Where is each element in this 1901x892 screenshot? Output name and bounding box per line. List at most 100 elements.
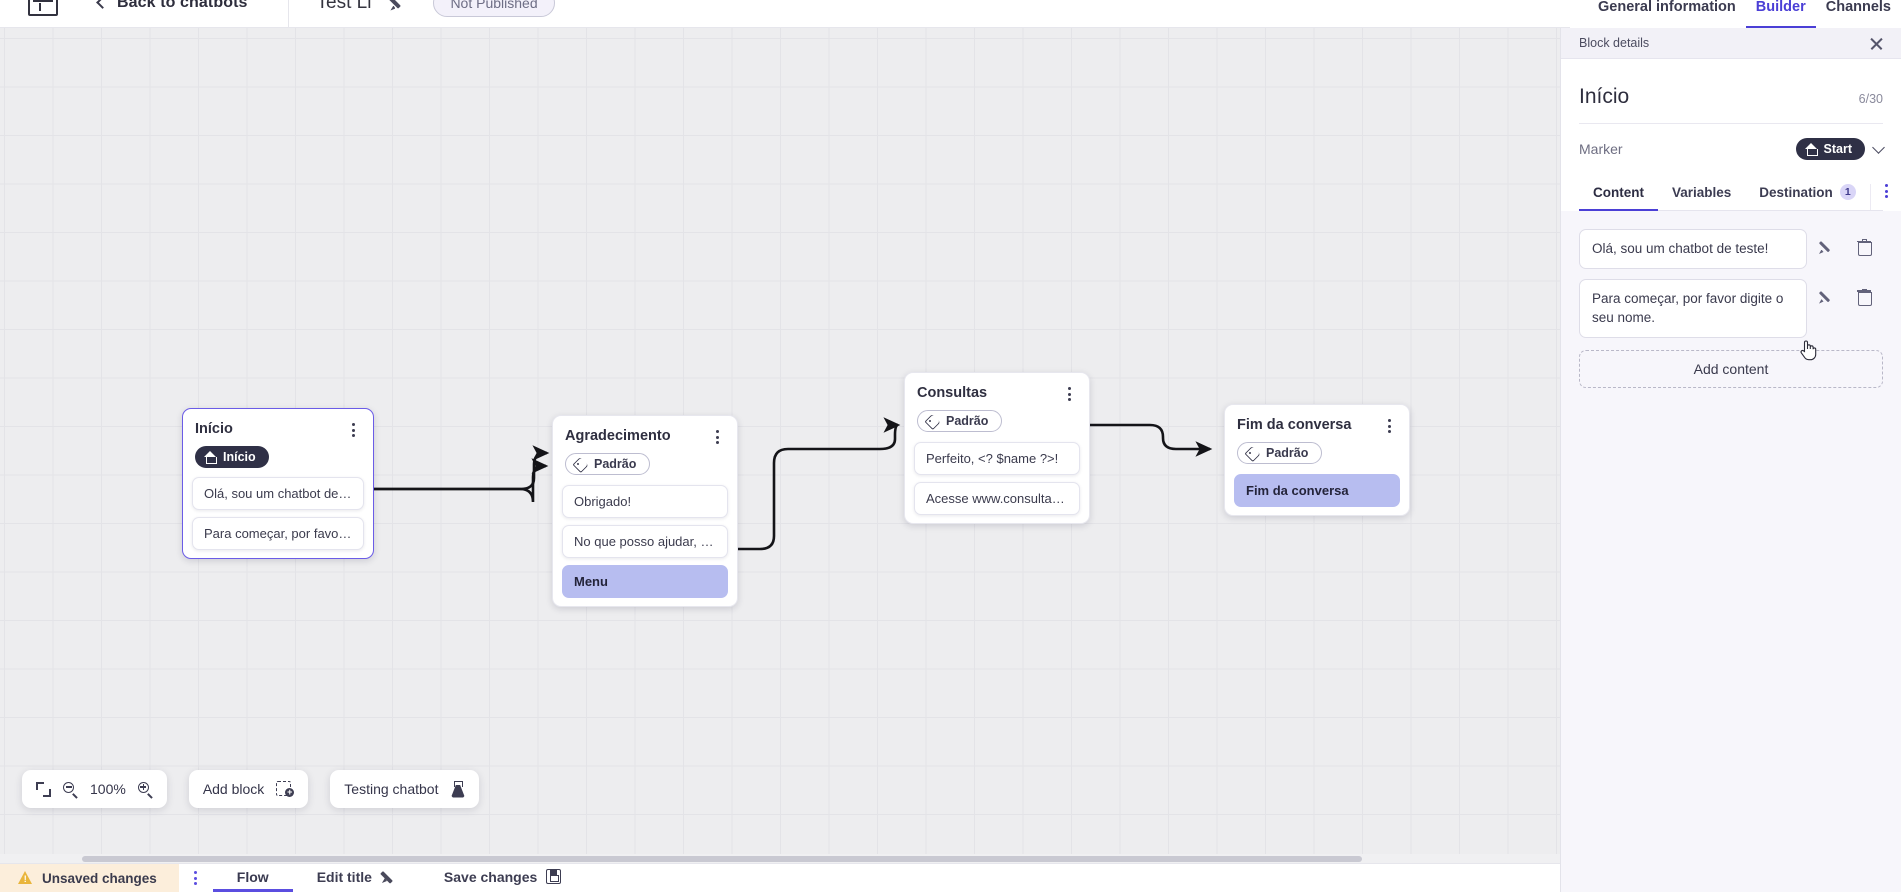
warning-icon bbox=[18, 871, 33, 885]
node-menu-button[interactable] bbox=[1381, 417, 1397, 433]
back-to-chatbots-label: Back to chatbots bbox=[117, 0, 248, 11]
publish-status-badge: Not Published bbox=[433, 0, 555, 17]
save-changes-button[interactable]: Save changes bbox=[420, 864, 585, 892]
node-menu-button[interactable] bbox=[345, 421, 361, 437]
home-icon bbox=[1804, 143, 1818, 156]
close-icon[interactable] bbox=[1868, 35, 1885, 52]
unsaved-changes-indicator: Unsaved changes bbox=[0, 864, 179, 892]
flow-label: Flow bbox=[236, 868, 269, 885]
flow-node-consultas[interactable]: Consultas Padrão Perfeito, <? $name ?>! … bbox=[904, 372, 1090, 524]
marker-start-badge[interactable]: Start bbox=[1795, 138, 1865, 160]
pencil-icon bbox=[1818, 289, 1834, 305]
node-menu-button[interactable] bbox=[1061, 385, 1077, 401]
add-content-button[interactable]: Add content bbox=[1579, 349, 1883, 388]
testing-chatbot-button[interactable]: Testing chatbot bbox=[330, 770, 480, 808]
node-item-menu[interactable]: Menu bbox=[562, 564, 728, 598]
node-marker-row: Início bbox=[183, 437, 373, 477]
tab-builder[interactable]: Builder bbox=[1745, 0, 1816, 28]
tag-icon bbox=[1247, 447, 1260, 460]
canvas-hscrollbar-thumb[interactable] bbox=[82, 855, 1362, 862]
top-tabs: General information Builder Channels bbox=[1570, 0, 1901, 28]
panel-tab-content[interactable]: Content bbox=[1579, 177, 1658, 211]
fit-screen-icon[interactable] bbox=[36, 781, 51, 797]
node-title: Fim da conversa bbox=[1237, 417, 1352, 433]
status-menu-button[interactable] bbox=[179, 864, 213, 892]
node-item[interactable]: Obrigado! bbox=[562, 484, 728, 518]
flow-node-agradecimento[interactable]: Agradecimento Padrão Obrigado! No que po… bbox=[552, 415, 738, 607]
marker-label: Marker bbox=[1579, 141, 1623, 157]
node-item[interactable]: Perfeito, <? $name ?>! bbox=[914, 441, 1080, 475]
node-item[interactable]: Olá, sou um chatbot de teste! bbox=[192, 477, 364, 510]
tag-icon bbox=[927, 415, 940, 428]
panel-title-row: Início 6/30 bbox=[1579, 59, 1883, 124]
node-header: Agradecimento bbox=[553, 416, 737, 444]
pencil-icon[interactable] bbox=[389, 0, 407, 12]
zoom-level-label: 100% bbox=[90, 781, 126, 797]
panel-tab-label: Destination bbox=[1759, 184, 1833, 200]
unsaved-changes-label: Unsaved changes bbox=[42, 870, 157, 886]
node-marker-label: Padrão bbox=[946, 414, 989, 428]
node-marker-row: Padrão bbox=[553, 444, 737, 485]
node-body: Fim da conversa bbox=[1225, 473, 1409, 507]
zoom-out-icon[interactable] bbox=[63, 781, 78, 799]
canvas-hscrollbar-track[interactable] bbox=[0, 854, 1560, 863]
destination-count-badge: 1 bbox=[1839, 184, 1856, 200]
node-header: Consultas bbox=[905, 373, 1089, 401]
node-header: Fim da conversa bbox=[1225, 405, 1409, 433]
status-tab-flow[interactable]: Flow bbox=[212, 864, 293, 892]
panel-tab-label: Content bbox=[1593, 185, 1644, 200]
edit-content-button[interactable] bbox=[1807, 229, 1845, 265]
node-item[interactable]: No que posso ajudar, <? $name ... bbox=[562, 524, 728, 558]
node-menu-button[interactable] bbox=[709, 428, 725, 444]
node-marker-row: Padrão bbox=[905, 401, 1089, 442]
add-block-label: Add block bbox=[202, 781, 265, 797]
edit-title-button[interactable]: Edit title bbox=[293, 864, 420, 892]
panel-body: Início 6/30 Marker Start Content bbox=[1561, 59, 1901, 211]
flow-node-fim-da-conversa[interactable]: Fim da conversa Padrão Fim da conversa bbox=[1224, 404, 1410, 516]
header-divider bbox=[287, 0, 289, 28]
panel-more-menu-button[interactable] bbox=[1869, 184, 1901, 210]
content-text[interactable]: Olá, sou um chatbot de teste! bbox=[1579, 229, 1807, 269]
panel-tab-destination[interactable]: Destination 1 bbox=[1745, 176, 1870, 211]
flow-node-inicio[interactable]: Início Início Olá, sou um chatbot de tes… bbox=[182, 408, 374, 559]
delete-content-button[interactable] bbox=[1845, 279, 1883, 315]
chatbot-logo-icon bbox=[28, 0, 58, 16]
tab-general-information[interactable]: General information bbox=[1598, 0, 1736, 15]
panel-tab-variables[interactable]: Variables bbox=[1658, 177, 1745, 211]
node-item[interactable]: Acesse www.consultas.com par... bbox=[914, 481, 1080, 515]
tab-channels[interactable]: Channels bbox=[1825, 0, 1891, 15]
panel-content-area: Olá, sou um chatbot de teste! Para começ… bbox=[1561, 211, 1901, 892]
edit-content-button[interactable] bbox=[1807, 279, 1845, 315]
node-item[interactable]: Para começar, por favor digite o ... bbox=[192, 517, 364, 550]
content-text[interactable]: Para começar, por favor digite o seu nom… bbox=[1579, 278, 1807, 338]
zoom-in-icon[interactable] bbox=[137, 781, 153, 799]
panel-marker-row: Marker Start bbox=[1579, 124, 1885, 176]
save-icon bbox=[546, 869, 562, 884]
node-item[interactable]: Fim da conversa bbox=[1234, 473, 1400, 507]
delete-content-button[interactable] bbox=[1845, 229, 1883, 265]
panel-block-title: Início bbox=[1579, 85, 1630, 108]
flask-icon bbox=[450, 780, 465, 798]
content-row: Para começar, por favor digite o seu nom… bbox=[1579, 278, 1883, 338]
back-to-chatbots-button[interactable]: Back to chatbots bbox=[96, 0, 248, 12]
chevron-down-icon[interactable] bbox=[1872, 140, 1885, 154]
add-block-button[interactable]: Add block + bbox=[188, 770, 309, 808]
marker-selector[interactable]: Start bbox=[1795, 138, 1885, 160]
node-marker-default: Padrão bbox=[917, 410, 1003, 432]
marker-value: Start bbox=[1823, 142, 1852, 156]
content-row: Olá, sou um chatbot de teste! bbox=[1579, 229, 1883, 269]
node-body: Obrigado! No que posso ajudar, <? $name … bbox=[553, 484, 737, 598]
node-marker-label: Padrão bbox=[1266, 446, 1309, 460]
pencil-icon bbox=[1818, 239, 1834, 255]
node-title: Consultas bbox=[917, 385, 988, 401]
panel-tabs: Content Variables Destination 1 bbox=[1579, 176, 1888, 211]
node-header: Início bbox=[183, 409, 373, 437]
node-marker-label: Padrão bbox=[594, 457, 637, 471]
add-block-icon: + bbox=[276, 781, 295, 797]
block-details-panel: Block details Início 6/30 Marker Start bbox=[1560, 28, 1901, 892]
tag-icon bbox=[575, 458, 588, 471]
flow-canvas[interactable]: Início Início Olá, sou um chatbot de tes… bbox=[0, 28, 1560, 863]
node-marker-default: Padrão bbox=[565, 453, 651, 475]
bot-title: Test Li bbox=[316, 0, 372, 13]
chevron-left-icon bbox=[96, 0, 109, 9]
